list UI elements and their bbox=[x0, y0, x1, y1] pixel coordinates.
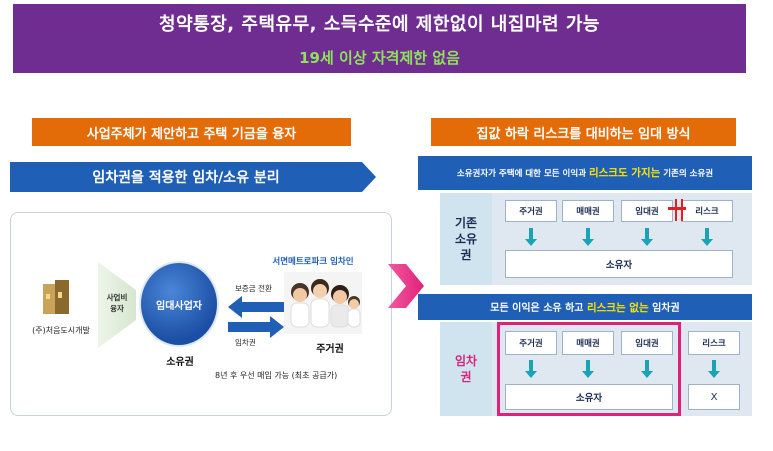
right-box-risk: 리스크 bbox=[681, 200, 733, 222]
funding-arrow-icon bbox=[98, 262, 136, 348]
lease-right-panel-label: 임차 권 bbox=[440, 322, 492, 416]
company-name: (주)처음도시개발 bbox=[32, 325, 90, 335]
arrow-down-icon bbox=[582, 360, 594, 378]
bottom-box-lease: 임대권 bbox=[621, 331, 673, 355]
rental-operator-circle: 임대사업자 bbox=[139, 261, 219, 347]
lease-right-description-text: 모든 이익은 소유 하고 리스크는 없는 임차권 bbox=[490, 299, 679, 315]
desc-prefix: 모든 이익은 소유 하고 bbox=[490, 303, 587, 314]
arrow-down-icon bbox=[701, 228, 713, 246]
subheader-arrow-tip bbox=[362, 162, 376, 192]
desc-suffix: 임차권 bbox=[648, 303, 680, 314]
transition-arrow-icon bbox=[388, 264, 424, 308]
desc-suffix: 기존의 소유권 bbox=[660, 168, 714, 179]
tenant-title: 서면메트로파크 임차인 bbox=[272, 257, 354, 267]
existing-ownership-description-text: 소유권자가 주택에 대한 모든 이익과 리스크도 가지는 기존의 소유권 bbox=[457, 167, 713, 180]
family-photo-icon bbox=[284, 272, 362, 334]
lease-right-label: 임차권 bbox=[235, 338, 256, 347]
right-box-lease: 임대권 bbox=[621, 200, 673, 222]
left-section-header: 사업주체가 제안하고 주택 기금을 융자 bbox=[32, 118, 351, 146]
existing-ownership-description: 소유권자가 주택에 대한 모든 이익과 리스크도 가지는 기존의 소유권 bbox=[418, 156, 752, 190]
rental-operator-label: 임대사업자 bbox=[156, 300, 202, 312]
arrow-down-icon bbox=[641, 360, 653, 378]
arrow-right-icon bbox=[228, 316, 284, 338]
desc-highlight: 리스크는 없는 bbox=[587, 302, 649, 314]
highlight-frame bbox=[497, 322, 681, 416]
arrow-down-icon bbox=[525, 228, 537, 246]
banner-subtitle: 19세 이상 자격제한 없음 bbox=[299, 48, 460, 67]
lease-owner-box: 소유자 bbox=[505, 384, 673, 410]
banner-title: 청약통장, 주택유무, 소득수준에 제한없이 내집마련 가능 bbox=[159, 14, 600, 35]
lease-right-panel-label-text: 임차 권 bbox=[454, 354, 478, 384]
no-risk-box: X bbox=[688, 384, 740, 410]
deposit-conversion-label: 보증금 전환 bbox=[235, 284, 272, 293]
bottom-box-sale: 매매권 bbox=[562, 331, 614, 355]
residence-right-label: 주거권 bbox=[316, 343, 344, 355]
top-banner bbox=[13, 4, 746, 73]
arrow-down-icon bbox=[525, 360, 537, 378]
existing-ownership-label-text: 기존 소유 권 bbox=[454, 216, 478, 262]
left-section-subheader: 임차권을 적용한 임차/소유 분리 bbox=[10, 162, 362, 192]
existing-owner-box: 소유자 bbox=[505, 250, 733, 278]
right-section-header: 집값 하락 리스크를 대비하는 임대 방식 bbox=[431, 118, 736, 146]
bottom-box-risk: 리스크 bbox=[688, 331, 740, 355]
right-box-residence: 주거권 bbox=[505, 200, 557, 222]
desc-prefix: 소유권자가 주택에 대한 모든 이익과 bbox=[456, 168, 589, 179]
purchase-note: 8년 후 우선 매입 가능 (최초 공급가) bbox=[215, 371, 338, 380]
arrow-down-icon bbox=[582, 228, 594, 246]
building-icon bbox=[43, 280, 75, 314]
separator-mark bbox=[668, 207, 686, 210]
right-box-sale: 매매권 bbox=[562, 200, 614, 222]
desc-highlight: 리스크도 가지는 bbox=[588, 166, 661, 179]
bottom-box-residence: 주거권 bbox=[505, 331, 557, 355]
funding-label-text: 사업비 융자 bbox=[106, 293, 128, 313]
arrow-down-icon bbox=[708, 360, 720, 378]
existing-ownership-label: 기존 소유 권 bbox=[440, 193, 492, 285]
lease-right-description: 모든 이익은 소유 하고 리스크는 없는 임차권 bbox=[418, 294, 752, 320]
separator-bar-left bbox=[675, 199, 677, 221]
arrow-left-icon bbox=[228, 296, 284, 318]
arrow-down-icon bbox=[641, 228, 653, 246]
ownership-label: 소유권 bbox=[166, 356, 194, 368]
separator-bar-right bbox=[681, 199, 683, 221]
funding-label: 사업비 융자 bbox=[104, 291, 130, 315]
